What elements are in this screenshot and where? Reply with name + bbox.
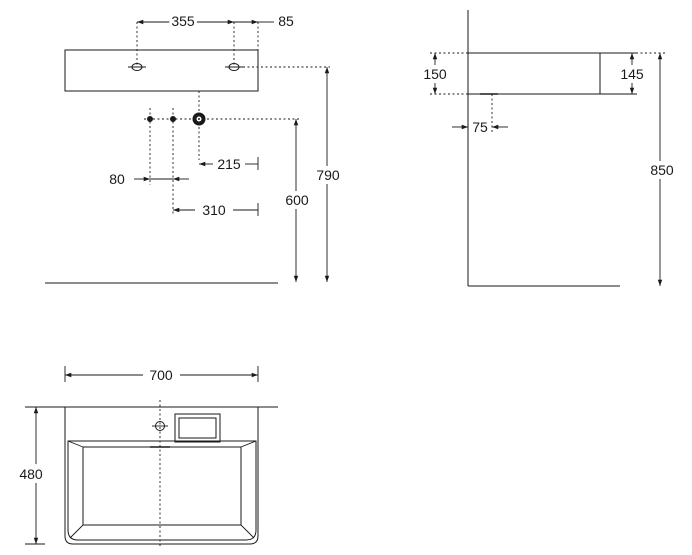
top-view: 700 480 <box>14 366 278 548</box>
dim-790-label: 790 <box>316 167 340 183</box>
dim-215-label: 215 <box>217 156 241 172</box>
basin-side-outline <box>467 52 601 95</box>
tap-hole-left <box>128 63 146 71</box>
dim-85-label: 85 <box>278 13 294 29</box>
basin-top-outline <box>64 407 259 545</box>
shelf-compartment <box>174 413 221 443</box>
basin-front-outline <box>64 49 259 92</box>
dim-150-label: 150 <box>423 66 447 82</box>
dim-850-label: 850 <box>650 162 674 178</box>
dim-600-label: 600 <box>285 192 309 208</box>
front-view: 355 85 790 600 215 80 <box>45 12 342 284</box>
top-tap-hole <box>152 421 168 431</box>
dim-355-label: 355 <box>171 13 195 29</box>
dim-700-label: 700 <box>149 367 173 383</box>
dim-80-label: 80 <box>109 171 125 187</box>
dim-145-label: 145 <box>620 66 644 82</box>
dim-480-label: 480 <box>19 466 43 482</box>
dim-310-label: 310 <box>202 202 226 218</box>
side-view: 150 145 75 850 <box>421 10 676 287</box>
dim-75-label: 75 <box>472 119 488 135</box>
